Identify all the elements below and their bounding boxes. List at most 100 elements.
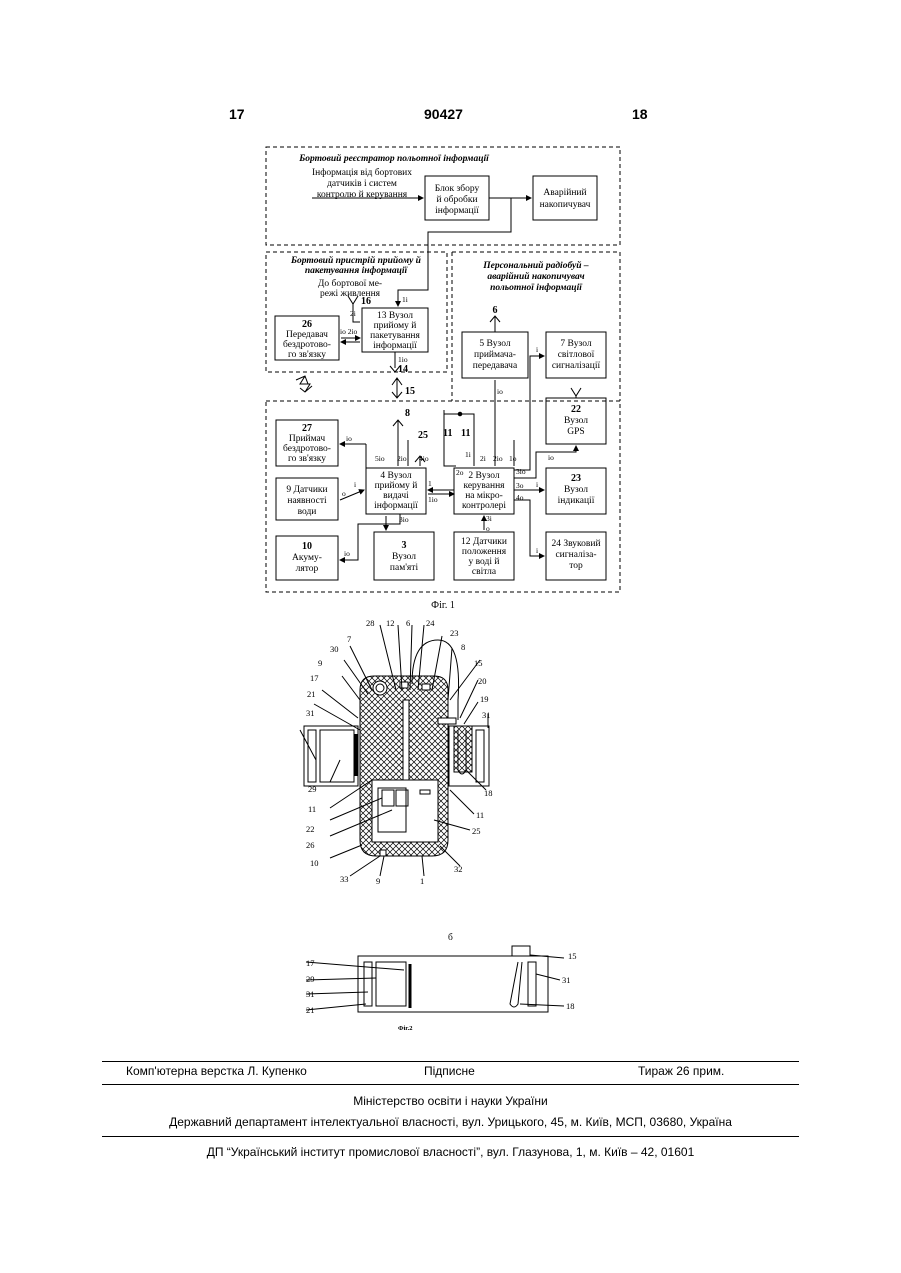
b9-2: наявності <box>287 496 327 506</box>
b24-2: сигналіза- <box>555 550 596 560</box>
sig-io-27: io <box>346 434 352 443</box>
b5-2: приймача- <box>474 349 516 360</box>
b13-3: пакетування <box>370 331 420 341</box>
fb-31: 31 <box>306 989 315 999</box>
num-6: 6 <box>493 305 498 316</box>
b12-3: у воді й <box>469 556 500 567</box>
sig-4o: 4o <box>516 493 524 502</box>
b3-2: Вузол <box>392 552 416 562</box>
f2-18: 18 <box>484 788 493 798</box>
b3-1: 3 <box>402 540 407 551</box>
b7-1: 7 Вузол <box>560 339 591 349</box>
b2-2: керування <box>463 481 505 491</box>
footer-signed: Підписне <box>424 1064 475 1078</box>
sig-1o: 1o <box>509 454 517 463</box>
b4-2: прийому й <box>375 480 418 491</box>
b4-1: 4 Вузол <box>380 471 411 481</box>
fb-18: 18 <box>566 1001 575 1011</box>
footer-department: Державний департамент інтелектуальної вл… <box>0 1115 901 1129</box>
buoy-title-1: Персональний радіобуй – <box>482 260 589 271</box>
b22-3: GPS <box>567 427 584 437</box>
f2-21: 21 <box>307 689 316 699</box>
b23-2: Вузол <box>564 485 588 495</box>
b12-2: положення <box>462 547 507 557</box>
b7-2: світлової <box>558 350 595 360</box>
f2-11b: 11 <box>476 810 484 820</box>
sig-3io-b: 3io <box>516 467 526 476</box>
sig-3i: 3i <box>486 514 492 523</box>
buoy-title-2: аварійний накопичувач <box>487 271 584 282</box>
b5-3: передавача <box>473 361 518 371</box>
f2-11a: 11 <box>308 804 316 814</box>
onboard-title-1: Бортовий пристрій прийому й <box>290 255 421 266</box>
b2-1: 2 Вузол <box>468 471 499 481</box>
f2-29: 29 <box>308 784 317 794</box>
f2-8: 8 <box>461 642 465 652</box>
f2-26: 26 <box>306 840 315 850</box>
recorder-title: Бортовий реєстратор польотної інформації <box>298 153 490 164</box>
sig-5io: 5io <box>375 454 385 463</box>
f2-9a: 9 <box>318 658 322 668</box>
b2-4: контролері <box>462 501 506 511</box>
footer-circulation: Тираж 26 прим. <box>638 1064 724 1078</box>
sig-1io-b: 1io <box>428 495 438 504</box>
num-16: 16 <box>361 296 371 307</box>
b5-1: 5 Вузол <box>479 339 510 349</box>
sig-o-9: o <box>342 489 346 498</box>
b13-1: 13 Вузол <box>377 311 413 321</box>
onboard-title-2: пакетування інформації <box>305 265 409 276</box>
sensor-info-1: Інформація від бортових <box>312 167 412 178</box>
f2-10: 10 <box>310 858 319 868</box>
sig-1i-b: 1i <box>465 450 471 459</box>
num-11a: 11 <box>443 428 452 439</box>
f2-15: 15 <box>474 658 483 668</box>
collect-2: й обробки <box>436 194 477 205</box>
sig-2io-a: 2io <box>397 454 407 463</box>
f2-20: 20 <box>478 676 487 686</box>
b27-4: го зв'язку <box>288 454 326 464</box>
b22-1: 22 <box>571 404 581 415</box>
footer-composer: Комп'ютерна верстка Л. Купенко <box>126 1064 307 1078</box>
fb-17: 17 <box>306 958 315 968</box>
f2-7: 7 <box>347 634 351 644</box>
collect-1: Блок збору <box>435 183 480 194</box>
sig-io-22: io <box>548 453 554 462</box>
num-8: 8 <box>405 408 410 419</box>
sensor-info-2: датчиків і систем <box>327 179 397 189</box>
f2-33: 33 <box>340 874 349 884</box>
fb-31r: 31 <box>562 975 571 985</box>
footer-rule-3 <box>102 1136 799 1137</box>
sig-1: 1 <box>428 479 432 488</box>
storage-1: Аварійний <box>543 187 586 198</box>
sig-1io-a: 1io <box>398 355 408 364</box>
f2-12: 12 <box>386 618 395 628</box>
b4-3: видачі <box>383 491 409 501</box>
b24-3: тор <box>569 561 583 571</box>
f2-31a: 31 <box>306 708 315 718</box>
figure-2-device <box>300 625 564 1012</box>
f2-24: 24 <box>426 618 435 628</box>
footer-rule-1 <box>102 1061 799 1062</box>
b7-3: сигналізації <box>552 361 601 371</box>
num-11b: 11 <box>461 428 470 439</box>
sig-i-7: i <box>536 345 538 354</box>
b10-3: лятор <box>296 564 319 574</box>
f2-22: 22 <box>306 824 315 834</box>
sig-i-23: i <box>536 480 538 489</box>
f2-30: 30 <box>330 644 339 654</box>
f2-19: 19 <box>480 694 489 704</box>
fb-15: 15 <box>568 951 577 961</box>
b26-2: Передавач <box>286 330 328 340</box>
f2-28: 28 <box>366 618 375 628</box>
sig-io-5: io <box>497 387 503 396</box>
b10-2: Акуму- <box>292 553 322 563</box>
collect-3: інформації <box>435 205 479 216</box>
footer-institute: ДП “Український інститут промислової вла… <box>0 1145 901 1159</box>
sig-o-12: o <box>486 524 490 533</box>
storage-2: накопичувач <box>540 200 591 210</box>
b9-3: води <box>298 507 317 517</box>
f2-25: 25 <box>472 826 481 836</box>
b12-1: 12 Датчики <box>461 537 507 547</box>
sig-3o: 3o <box>516 481 524 490</box>
num-14: 14 <box>398 364 408 375</box>
